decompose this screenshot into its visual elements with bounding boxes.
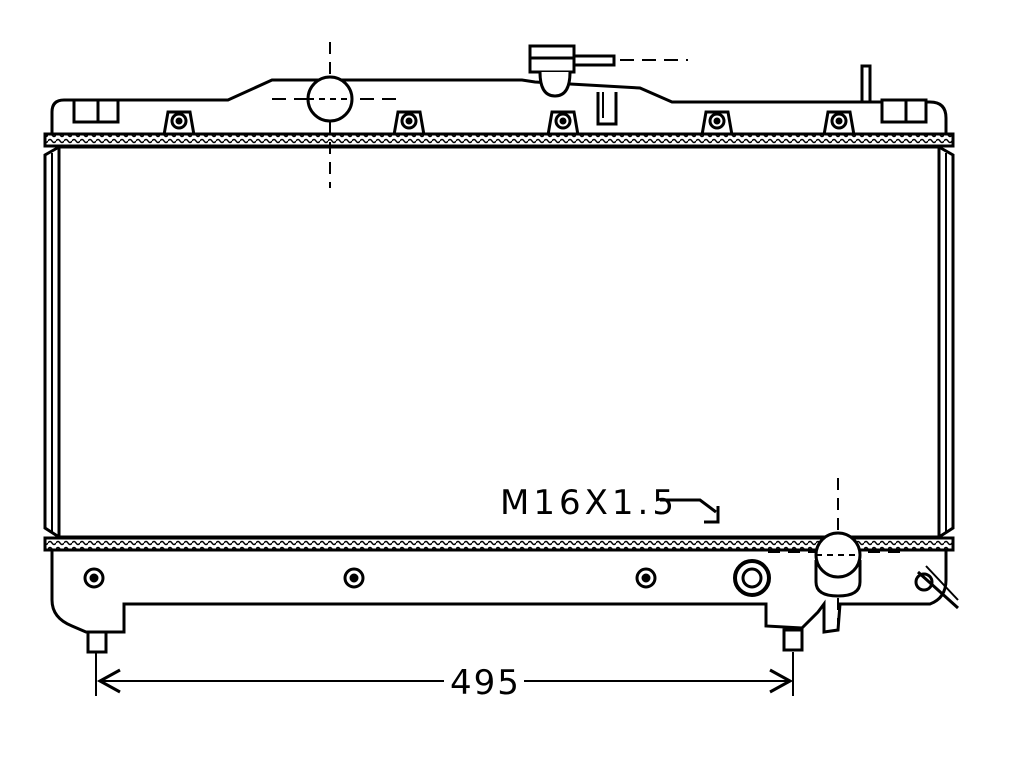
width-dimension-label: 495	[450, 663, 521, 703]
bottom-right-leg	[782, 628, 804, 652]
thread-spec-label: M16X1.5	[500, 483, 678, 523]
filler-neck	[528, 44, 688, 98]
width-dimension: 495	[95, 652, 794, 703]
top-boss-2	[392, 110, 426, 136]
thread-spec-annotation: M16X1.5	[500, 483, 720, 524]
bottom-mount-bosses	[83, 567, 657, 589]
overflow-tube-clip	[596, 92, 618, 126]
top-boss-4	[700, 110, 734, 136]
top-mount-bosses	[162, 110, 856, 136]
radiator-core	[43, 145, 955, 539]
bottom-boss-2	[343, 567, 365, 589]
top-header-plate	[43, 132, 955, 148]
top-boss-3	[546, 110, 580, 136]
top-boss-1	[162, 110, 196, 136]
top-tank	[50, 78, 948, 135]
top-boss-5	[822, 110, 856, 136]
bottom-boss-3	[635, 567, 657, 589]
top-right-bracket	[880, 98, 928, 124]
bottom-header-plate	[43, 536, 955, 552]
drain-cock	[914, 565, 960, 610]
bottom-tank	[50, 550, 948, 634]
top-right-pin	[860, 64, 872, 104]
outlet-pipe	[768, 478, 906, 634]
bottom-left-leg	[86, 630, 108, 654]
drain-plug	[733, 559, 771, 597]
inlet-pipe	[272, 42, 398, 188]
bottom-boss-1	[83, 567, 105, 589]
top-left-bracket	[72, 98, 120, 124]
